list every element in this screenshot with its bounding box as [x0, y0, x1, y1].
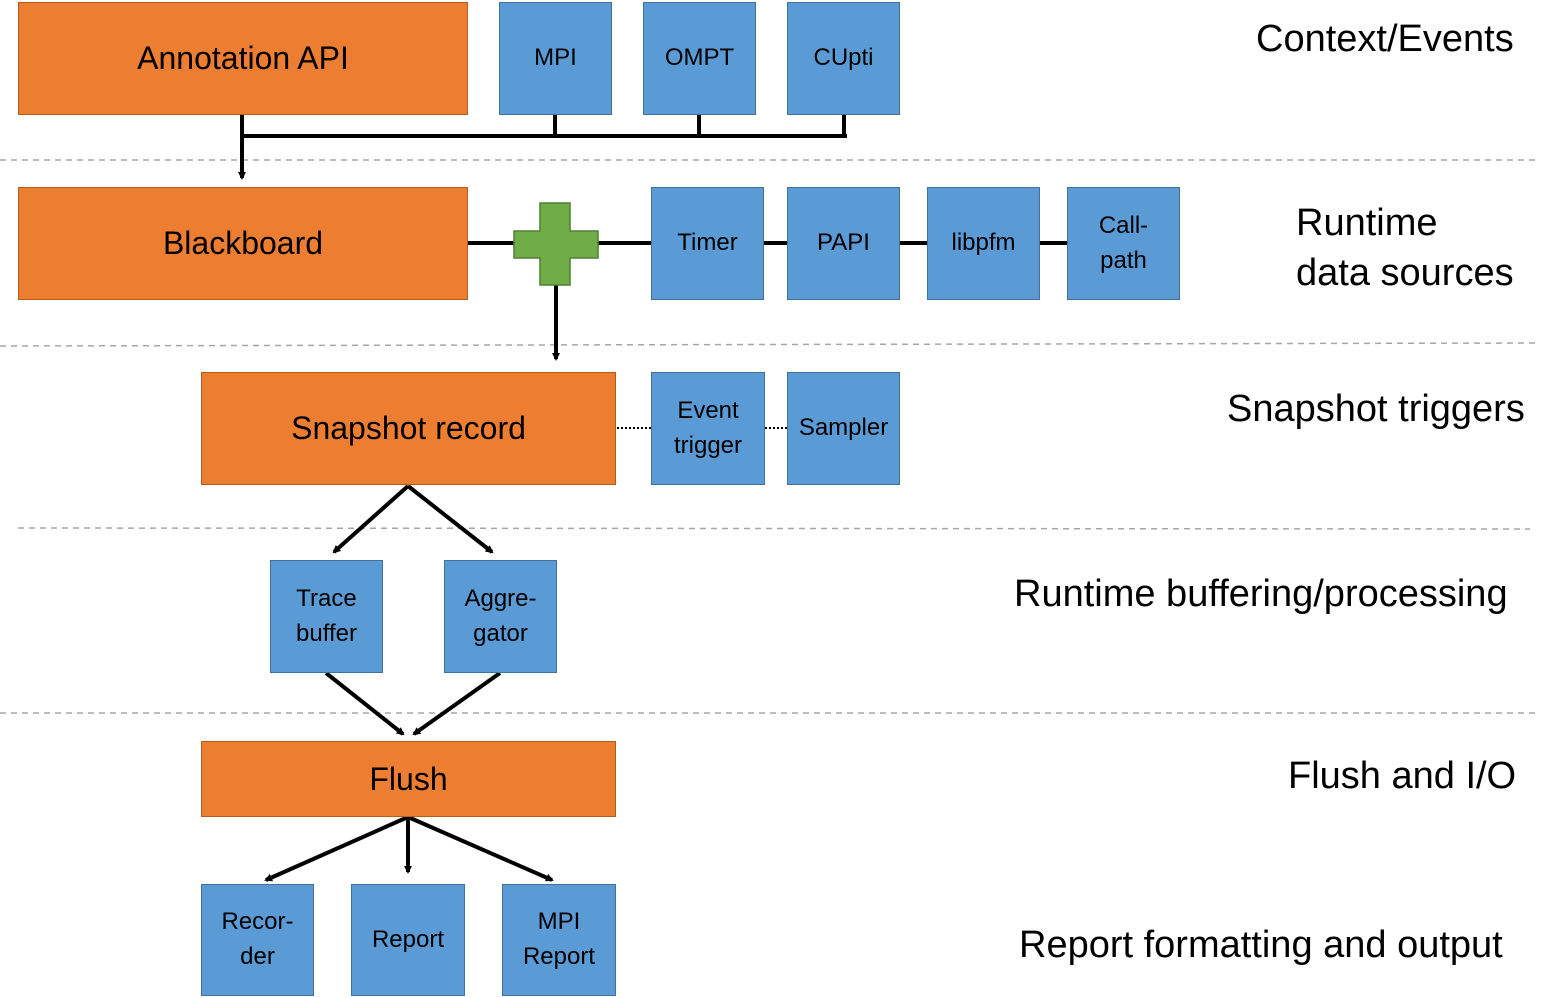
layer-label-report-output: Report formatting and output	[1019, 924, 1503, 966]
arrow-from-aggregator	[412, 671, 502, 736]
arrow-to-aggregator	[406, 484, 494, 554]
libpfm-box: libpfm	[927, 187, 1040, 300]
combine-plus-icon	[513, 202, 599, 286]
separator-line	[0, 342, 1541, 347]
trace-buffer-box: Trace buffer	[270, 560, 383, 673]
layer-label-runtime-data-sources: Runtime data sources	[1296, 202, 1514, 295]
snapshot-record-box: Snapshot record	[201, 372, 616, 485]
layer-separators	[0, 159, 1541, 714]
arrow-to-mpi-report	[407, 815, 554, 882]
layer-label-context-events: Context/Events	[1256, 18, 1514, 60]
annotation-api-box: Annotation API	[18, 2, 468, 115]
arrow-to-trace-buffer	[332, 484, 410, 554]
layer-label-snapshot-triggers: Snapshot triggers	[1227, 388, 1525, 430]
cupti-box: CUpti	[787, 2, 900, 115]
timer-box: Timer	[651, 187, 764, 300]
mpi-report-box: MPI Report	[502, 884, 616, 996]
arrow-from-trace-buffer	[324, 671, 405, 736]
ompt-box: OMPT	[643, 2, 756, 115]
recorder-box: Recor- der	[201, 884, 314, 996]
blackboard-box: Blackboard	[18, 187, 468, 300]
event-trigger-box: Event trigger	[651, 372, 765, 485]
connectors	[238, 115, 1067, 882]
report-box: Report	[351, 884, 465, 996]
aggregator-box: Aggre- gator	[444, 560, 557, 673]
mpi-box: MPI	[499, 2, 612, 115]
sampler-box: Sampler	[787, 372, 900, 485]
papi-box: PAPI	[787, 187, 900, 300]
callpath-box: Call- path	[1067, 187, 1180, 300]
separator-line	[17, 527, 1531, 530]
layer-label-flush-io: Flush and I/O	[1288, 755, 1517, 797]
arrow-to-recorder	[264, 815, 409, 882]
flush-box: Flush	[201, 741, 616, 817]
layer-label-runtime-buffering: Runtime buffering/processing	[1014, 573, 1508, 615]
